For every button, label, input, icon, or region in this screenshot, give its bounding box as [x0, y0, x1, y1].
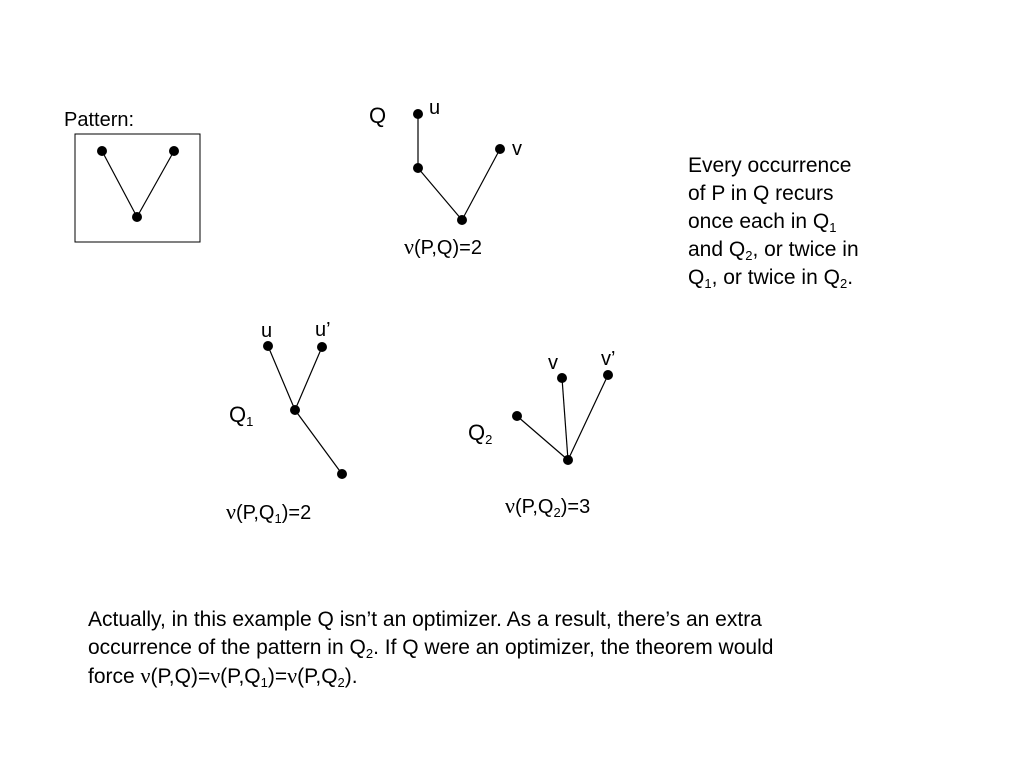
tree-q2-v-prime-label: v’: [601, 348, 616, 370]
tree-q-v-label: v: [512, 138, 522, 160]
nu-sub: 1: [274, 511, 282, 526]
nu-args: (P,Q)=2: [413, 237, 482, 259]
bottom-text: ).: [344, 665, 358, 688]
tree-q-node: [413, 163, 423, 173]
nu-symbol: ν: [140, 663, 151, 688]
nu-symbol: ν: [226, 499, 236, 524]
tree-q-nu-value: ν(P,Q)=2: [404, 235, 482, 260]
tree-q-nodes: [413, 109, 505, 225]
tree-q1-name-sub: 1: [246, 414, 254, 429]
side-note-sub: 2: [745, 248, 753, 263]
tree-q2-nodes: [512, 370, 613, 465]
side-note-line: of P in Q recurs: [688, 182, 834, 205]
side-note-text: and Q: [688, 238, 746, 261]
tree-q2-node-v-prime: [603, 370, 613, 380]
tree-q1-name: Q1: [229, 402, 254, 429]
side-note-text: .: [847, 266, 854, 289]
tree-q1-name-main: Q: [229, 402, 247, 427]
bottom-line: occurrence of the pattern in Q2. If Q we…: [88, 634, 773, 662]
nu-args-pre: (P,Q: [235, 502, 275, 524]
pattern-node: [132, 212, 142, 222]
tree-q1-node-u: [263, 341, 273, 351]
bottom-explanation: Actually, in this example Q isn’t an opt…: [88, 606, 773, 691]
tree-q1-u-prime-label: u’: [315, 319, 331, 341]
bottom-sub: 1: [260, 675, 268, 690]
tree-q2-name-sub: 2: [485, 432, 493, 447]
side-note-line: and Q2, or twice in: [688, 236, 859, 264]
nu-symbol: ν: [210, 663, 221, 688]
bottom-line: force ν(P,Q)=ν(P,Q1)=ν(P,Q2).: [88, 662, 773, 691]
tree-q2-node-v: [557, 373, 567, 383]
side-note-text: once each in Q: [688, 210, 830, 233]
bottom-text: (P,Q: [297, 665, 338, 688]
pattern-nodes: [97, 146, 179, 222]
tree-q1-nodes: [263, 341, 347, 479]
tree-q1-edges: [267, 345, 343, 475]
tree-q-node-root: [457, 215, 467, 225]
pattern-node: [97, 146, 107, 156]
tree-q2-edges: [516, 374, 609, 461]
bottom-text: force: [88, 665, 141, 688]
side-note-text: , or twice in: [752, 238, 859, 261]
nu-sub: 2: [553, 505, 561, 520]
nu-args-post: )=2: [281, 502, 312, 524]
pattern-tree: [101, 150, 175, 218]
side-note-line: Every occurrence: [688, 154, 852, 177]
nu-symbol: ν: [287, 663, 298, 688]
pattern-node: [169, 146, 179, 156]
tree-q-u-label: u: [429, 97, 441, 119]
pattern-label: Pattern:: [64, 109, 135, 131]
nu-symbol: ν: [505, 493, 515, 518]
side-note: Every occurrence of P in Q recurs once e…: [688, 152, 859, 292]
bottom-sub: 2: [337, 675, 345, 690]
tree-q2-node: [512, 411, 522, 421]
tree-q2-v-label: v: [548, 352, 558, 374]
bottom-text: occurrence of the pattern in Q: [88, 636, 366, 659]
tree-q2-nu-value: ν(P,Q2)=3: [505, 493, 591, 520]
tree-q-node-u: [413, 109, 423, 119]
bottom-text: )=: [267, 665, 288, 688]
tree-q1-nu-value: ν(P,Q1)=2: [226, 499, 312, 526]
bottom-text: (P,Q: [220, 665, 261, 688]
tree-q-node-v: [495, 144, 505, 154]
tree-q1-node-root: [337, 469, 347, 479]
tree-q2-name: Q2: [468, 420, 493, 447]
tree-q-edges: [417, 114, 501, 221]
side-note-text: , or twice in Q: [711, 266, 840, 289]
side-note-sub: 2: [839, 276, 848, 291]
bottom-text: . If Q were an optimizer, the theorem wo…: [373, 636, 774, 659]
side-note-text: Q: [688, 266, 705, 289]
tree-q2-name-main: Q: [468, 420, 486, 445]
tree-q-name: Q: [369, 103, 387, 128]
nu-symbol: ν: [404, 234, 414, 259]
tree-q1-node-u-prime: [317, 342, 327, 352]
pattern-box: [74, 133, 201, 243]
tree-q1-node: [290, 405, 300, 415]
bottom-line: Actually, in this example Q isn’t an opt…: [88, 608, 762, 631]
side-note-line: Q1, or twice in Q2.: [688, 264, 859, 292]
nu-args-pre: (P,Q: [514, 496, 554, 518]
bottom-sub: 2: [365, 646, 374, 661]
nu-args-post: )=3: [560, 496, 591, 518]
side-note-line: once each in Q1: [688, 208, 859, 236]
side-note-sub: 1: [829, 220, 837, 235]
bottom-text: (P,Q)=: [150, 665, 211, 688]
tree-q1-u-label: u: [261, 320, 273, 342]
side-note-sub: 1: [704, 276, 712, 291]
tree-q2-node-root: [563, 455, 573, 465]
